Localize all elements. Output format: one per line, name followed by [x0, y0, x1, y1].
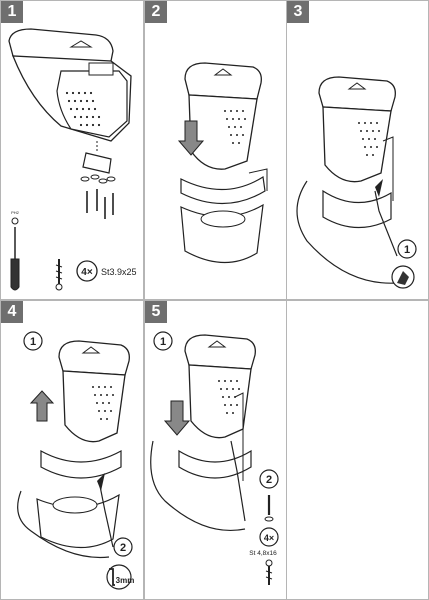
slide-down-arrow — [177, 120, 205, 156]
empty-panel — [286, 300, 429, 600]
armrest-body — [62, 370, 126, 443]
installation-path-curve — [296, 180, 398, 284]
callout-1-label: 1 — [30, 336, 36, 348]
callout-1-circle — [23, 331, 43, 351]
armrest-body — [188, 94, 258, 170]
perforation-pattern — [358, 122, 380, 156]
mounting-screws — [86, 189, 114, 219]
callout-2-label: 2 — [120, 542, 126, 554]
mounting-plate — [82, 152, 112, 174]
step-2-illustration — [177, 62, 268, 264]
callout-2-circle — [113, 537, 133, 557]
washers — [80, 174, 116, 184]
screw-icon — [265, 559, 273, 585]
base-ring — [180, 175, 266, 205]
step-number-5: 5 — [145, 301, 167, 323]
quantity-circle — [259, 527, 279, 547]
step-number-1: 1 — [1, 1, 23, 23]
installation-path-curve — [17, 490, 110, 559]
callout-1-circle — [397, 239, 417, 259]
screwdriver-icon — [10, 217, 20, 291]
step-3-illustration: 1 — [296, 76, 417, 289]
armrest-lid — [58, 340, 130, 376]
step-5-illustration: 1 2 4× St 4,8x16 — [150, 331, 279, 585]
armrest-body — [188, 364, 252, 439]
step-number-4: 4 — [1, 301, 23, 323]
step-1-panel: 1 — [0, 0, 144, 300]
cup-holder — [200, 210, 246, 228]
direction-arrow — [375, 179, 383, 197]
screw-spec-label: St 4,8x16 — [249, 550, 277, 557]
allen-key-icon — [109, 568, 115, 586]
step-number-3: 3 — [287, 1, 309, 23]
base-ring — [178, 449, 252, 479]
installation-path-curve — [150, 440, 246, 532]
tool-label: PH2 — [11, 210, 20, 215]
step-4-panel: 4 1 2 3mm — [0, 300, 144, 600]
base-ring — [40, 449, 122, 479]
quantity-circle — [76, 260, 98, 282]
base-ring — [322, 189, 392, 229]
armrest-lid — [184, 334, 256, 370]
callout-2-label: 2 — [266, 474, 272, 486]
step-4-illustration: 1 2 3mm — [17, 331, 135, 590]
direction-arrow — [97, 473, 105, 491]
step-3-panel: 3 1 — [286, 0, 429, 300]
screw-spec-label: St3.9x25 — [101, 267, 137, 277]
cup-holder — [52, 496, 98, 514]
wrench-size-label: 3mm — [116, 576, 135, 585]
quantity-label: 4× — [81, 267, 93, 278]
callout-2-circle — [259, 469, 279, 489]
storage-compartment — [88, 62, 114, 76]
clip-icon — [397, 271, 409, 285]
callout-1-label: 1 — [404, 244, 410, 256]
step-number-2: 2 — [145, 1, 167, 23]
armrest-body — [322, 106, 392, 183]
armrest-lid — [184, 62, 262, 100]
callout-1-circle — [153, 331, 173, 351]
armrest-side-panel — [56, 70, 128, 138]
step-5-panel: 5 1 2 4× — [144, 300, 287, 600]
step-2-panel: 2 — [144, 0, 287, 300]
perforation-pattern — [92, 386, 114, 420]
slide-down-arrow — [163, 400, 191, 436]
step-1-illustration: 4× St3.9x25 PH2 — [8, 28, 137, 291]
perforation-pattern — [65, 91, 101, 127]
bolt-icon — [264, 495, 274, 522]
callout-1-label: 1 — [160, 336, 166, 348]
armrest-lid — [318, 76, 396, 112]
screw-icon — [55, 259, 63, 291]
perforation-pattern — [224, 110, 246, 144]
slide-up-arrow — [29, 390, 55, 422]
quantity-label: 4× — [264, 533, 274, 543]
lid-release-button — [69, 40, 93, 48]
